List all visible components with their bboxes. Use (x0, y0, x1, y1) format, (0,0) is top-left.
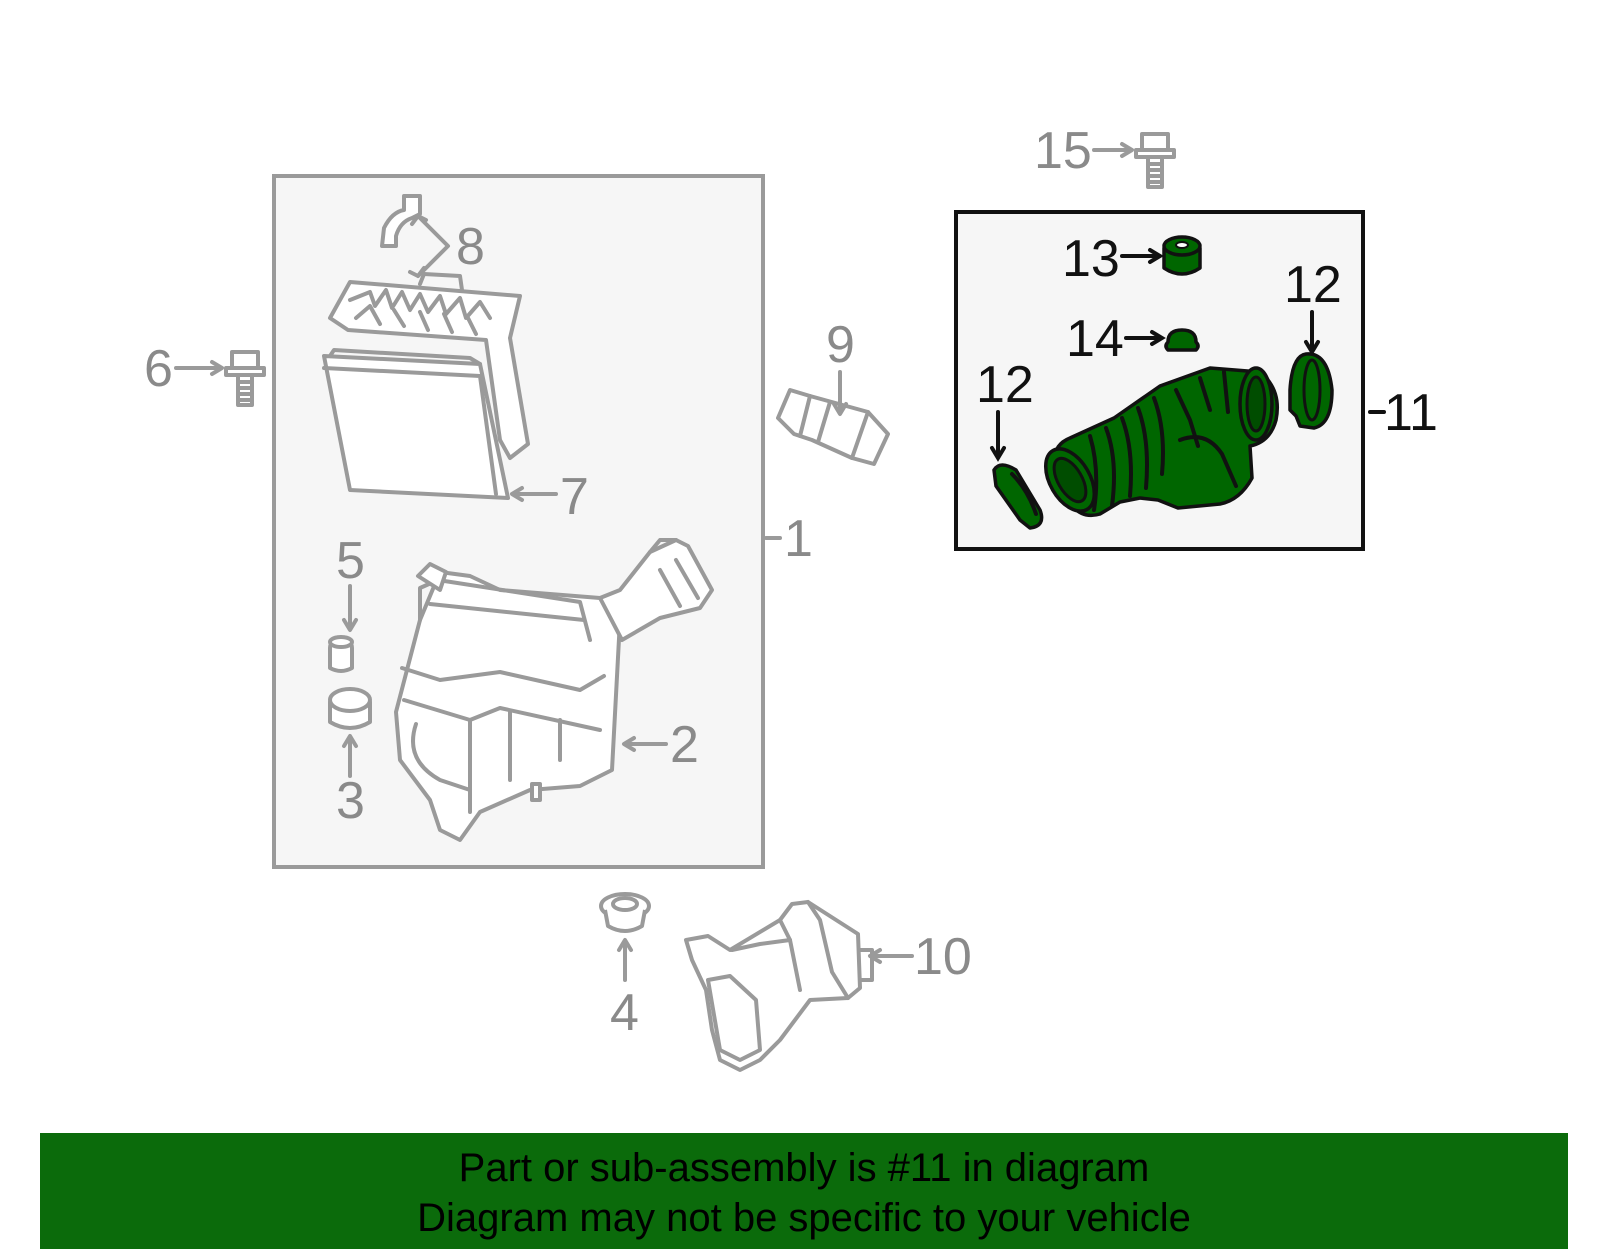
part-15-bolt (1134, 132, 1176, 189)
callout-13: 13 (1062, 230, 1120, 288)
part-13-grommet (1162, 235, 1202, 276)
part-2-air-cleaner-housing (394, 538, 714, 842)
callout-6: 6 (144, 340, 173, 398)
callout-8: 8 (456, 218, 485, 276)
banner-line-1: Part or sub-assembly is #11 in diagram (458, 1146, 1150, 1190)
part-10-air-duct (684, 900, 874, 1072)
part-14-insulator (1164, 328, 1200, 352)
callout-14: 14 (1066, 310, 1124, 368)
part-5-insulator (328, 635, 354, 673)
callout-2: 2 (670, 716, 699, 774)
part-12-clamp-right (1288, 352, 1334, 430)
callout-12-right: 12 (1284, 256, 1342, 314)
part-3-grommet (328, 687, 372, 730)
banner-line-2: Diagram may not be specific to your vehi… (417, 1196, 1191, 1240)
callout-7: 7 (560, 468, 589, 526)
callout-1: 1 (784, 510, 813, 568)
highlight-notice-banner: Part or sub-assembly is #11 in diagram D… (40, 1133, 1568, 1249)
part-11-intake-tube (1043, 366, 1279, 518)
callout-15: 15 (1034, 122, 1092, 180)
callout-10: 10 (914, 928, 972, 986)
callout-12-left: 12 (976, 356, 1034, 414)
part-12-clamp-left (992, 463, 1044, 530)
callout-3: 3 (336, 772, 365, 830)
callout-5: 5 (336, 532, 365, 590)
part-7-air-filter (322, 348, 510, 500)
part-8-clip (380, 194, 422, 248)
callout-9: 9 (826, 316, 855, 374)
part-9-airflow-sensor (776, 388, 890, 466)
part-air-box-lid (328, 272, 530, 460)
part-6-bolt (224, 350, 266, 407)
part-4-grommet (599, 892, 651, 933)
callout-4: 4 (610, 984, 639, 1042)
callout-11: 11 (1384, 384, 1438, 442)
